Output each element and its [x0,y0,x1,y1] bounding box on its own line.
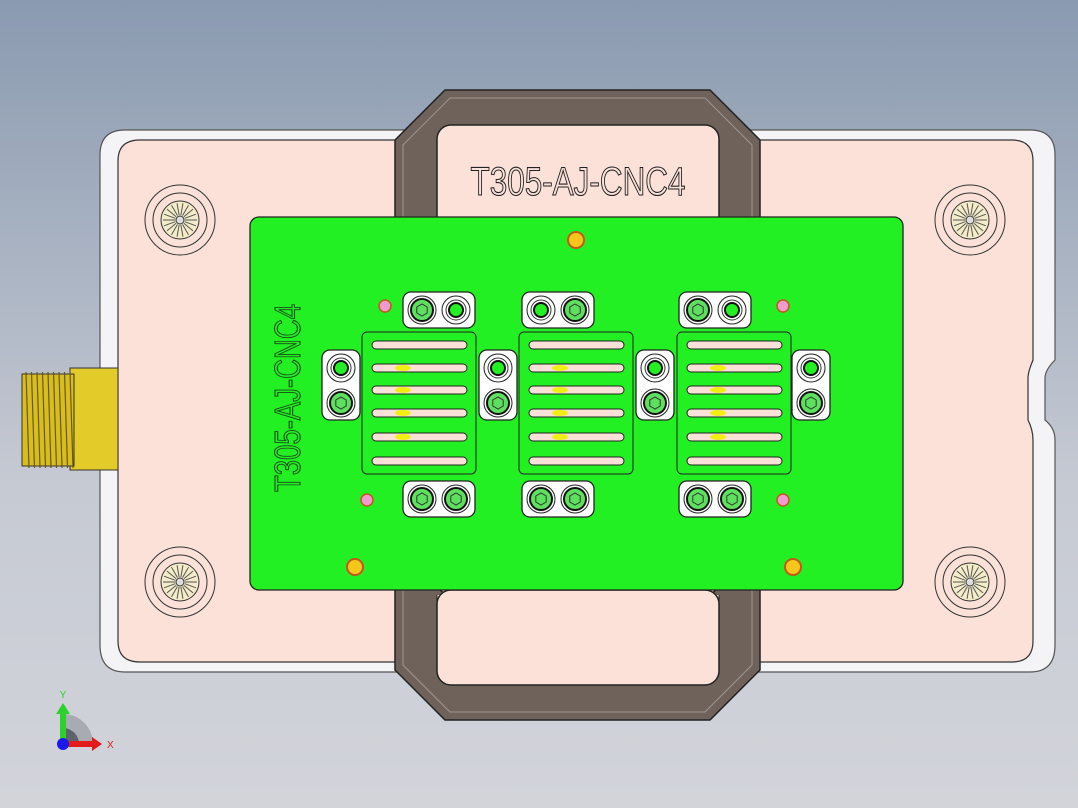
y-axis-arrow [60,712,66,744]
alignment-hole [776,493,790,507]
side-screw-block [635,349,675,421]
thread-line [25,371,30,469]
contact-slot [686,363,783,373]
contact-slot [371,408,468,418]
alignment-hole [360,493,374,507]
thread-line [63,371,69,469]
corner-screw [144,184,216,256]
corner-screws [144,184,1006,618]
contact-pin [395,365,411,371]
contact-slot [528,340,625,350]
side-screw-block [791,349,831,421]
contact-pin [710,410,726,416]
contact-pin [710,387,726,393]
side-screw-block [321,349,361,421]
locating-pin [567,231,585,249]
contact-pin [710,434,726,440]
contact-slot [528,363,625,373]
z-axis-dot [57,738,69,750]
contact-slot [686,456,783,466]
thread-line [47,371,52,469]
threaded-connector [21,367,119,471]
contact-pin [552,387,568,393]
screw-block [678,480,752,518]
thread-line [58,371,63,469]
socket-slot-grid [518,331,634,475]
socket-slot-grid [361,331,477,475]
socket-slot-grid [676,331,792,475]
thread-line [52,371,58,469]
contact-slot [686,340,783,350]
test-board: T305-AJ-CNC4 [249,216,904,591]
orientation-triad[interactable]: Y X [56,690,114,751]
thread-line [41,371,47,469]
board-engraved-label: T305-AJ-CNC4 [267,304,308,492]
screw-block [521,291,595,329]
contact-pin [395,410,411,416]
contact-slot [528,408,625,418]
contact-slot [686,385,783,395]
locating-pin [346,558,364,576]
screw-block [402,291,476,329]
contact-pin [552,410,568,416]
contact-pin [552,365,568,371]
contact-slot [528,385,625,395]
locating-pin [784,558,802,576]
contact-pin [395,387,411,393]
contact-slot [371,363,468,373]
contact-slot [371,385,468,395]
handle-engraved-label: T305-AJ-CNC4 [471,160,686,204]
contact-slot [371,432,468,442]
contact-slot [686,432,783,442]
contact-pin [552,434,568,440]
thread-line [30,371,36,469]
contact-pin [710,365,726,371]
screw-block [678,291,752,329]
alignment-hole [378,299,392,313]
screw-block [402,480,476,518]
contact-slot [371,340,468,350]
corner-screw [934,546,1006,618]
contact-pin [395,434,411,440]
thread-line [69,371,74,469]
side-screw-block [478,349,518,421]
corner-screw [144,546,216,618]
contact-slot [686,408,783,418]
corner-screw [934,184,1006,256]
thread-line [36,371,41,469]
contact-slot [371,456,468,466]
x-axis-arrow [63,741,93,747]
y-axis-label: Y [60,690,67,701]
screw-block [521,480,595,518]
contact-slot [528,456,625,466]
alignment-hole [776,299,790,313]
contact-slot [528,432,625,442]
x-axis-label: X [107,740,114,751]
